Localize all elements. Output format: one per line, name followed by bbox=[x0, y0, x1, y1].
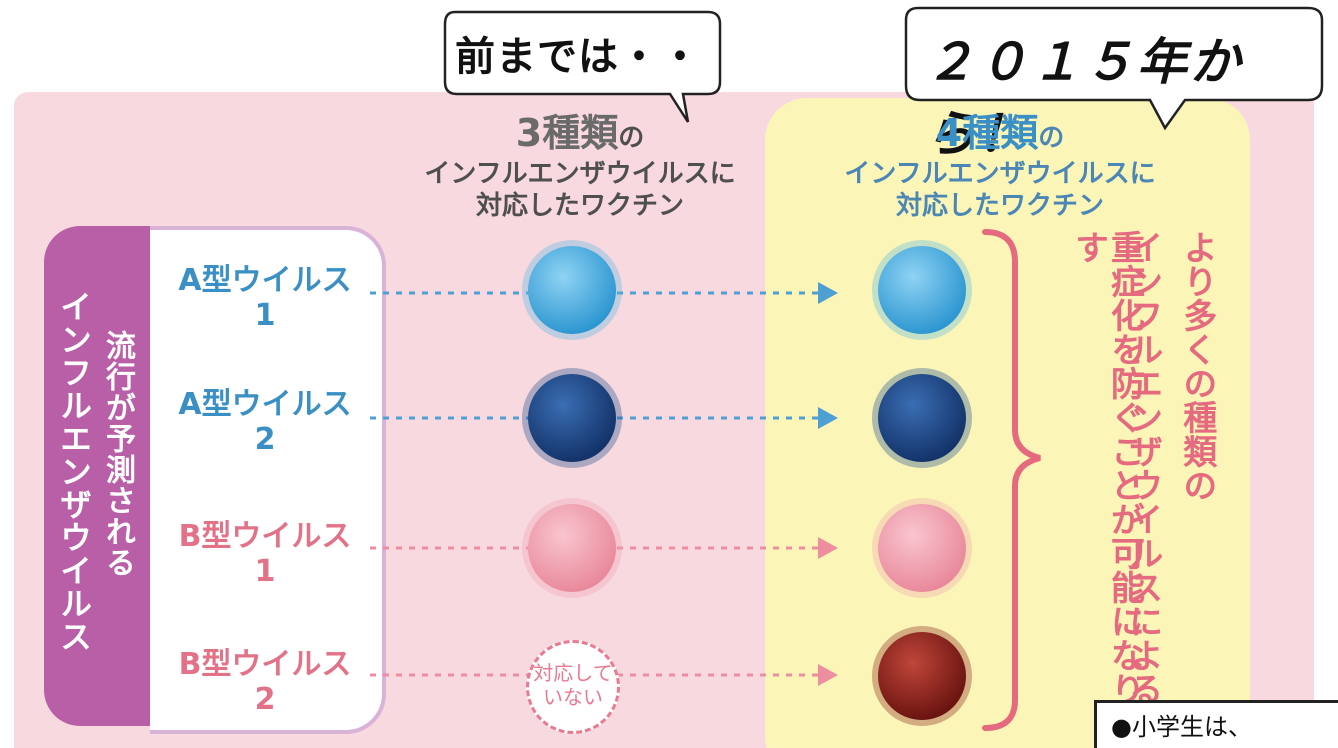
not-supported-badge: 対応して いない bbox=[526, 640, 620, 734]
arrow-head bbox=[818, 407, 838, 429]
right-speech-bubble bbox=[904, 6, 1324, 131]
right-heading-line2: 対応したワクチン bbox=[895, 191, 1104, 221]
virus-icon bbox=[872, 626, 972, 726]
left-heading-line2: 対応したワクチン bbox=[475, 191, 684, 221]
virus-icon bbox=[872, 498, 972, 598]
left-heading-line1: インフルエンザウイルスに bbox=[424, 158, 736, 189]
virus-icon bbox=[522, 498, 622, 598]
yellow-highlight-panel bbox=[765, 98, 1250, 748]
brace-text-col1: より多くの種類の bbox=[1176, 230, 1217, 502]
right-column-heading: 4種類の インフルエンザウイルスに 対応したワクチン bbox=[844, 111, 1156, 221]
curly-brace bbox=[982, 229, 1041, 731]
virus-icon bbox=[522, 240, 622, 340]
brace-text-col2: インフルエンザウイルスによる bbox=[1122, 230, 1163, 706]
left-bubble-text: 前までは・・ bbox=[455, 34, 701, 80]
right-count: 4種類 bbox=[935, 111, 1039, 155]
left-count: 3種類 bbox=[515, 111, 619, 155]
arrow-head bbox=[818, 537, 838, 559]
virus-icon bbox=[872, 240, 972, 340]
right-heading-line1: インフルエンザウイルスに bbox=[844, 158, 1156, 189]
side-tab-inner-label: 流行が予測される bbox=[100, 330, 135, 578]
side-category-tab bbox=[44, 226, 152, 726]
right-bubble-text: ２０１５年から！ bbox=[925, 33, 1243, 163]
side-tab-outer-label: インフルエンザウイルス bbox=[55, 290, 93, 653]
virus-icon bbox=[872, 368, 972, 468]
arrow-head bbox=[818, 664, 838, 686]
note-box: ●小学生は、 bbox=[1094, 700, 1338, 748]
left-column-heading: 3種類の インフルエンザウイルスに 対応したワクチン bbox=[424, 111, 736, 221]
strain-list-box bbox=[150, 226, 386, 734]
left-speech-bubble bbox=[443, 10, 722, 123]
virus-icon bbox=[522, 368, 622, 468]
brace-text-col3: 重症化を防ぐことが可能になります bbox=[1068, 230, 1145, 740]
arrow-head bbox=[818, 282, 838, 304]
